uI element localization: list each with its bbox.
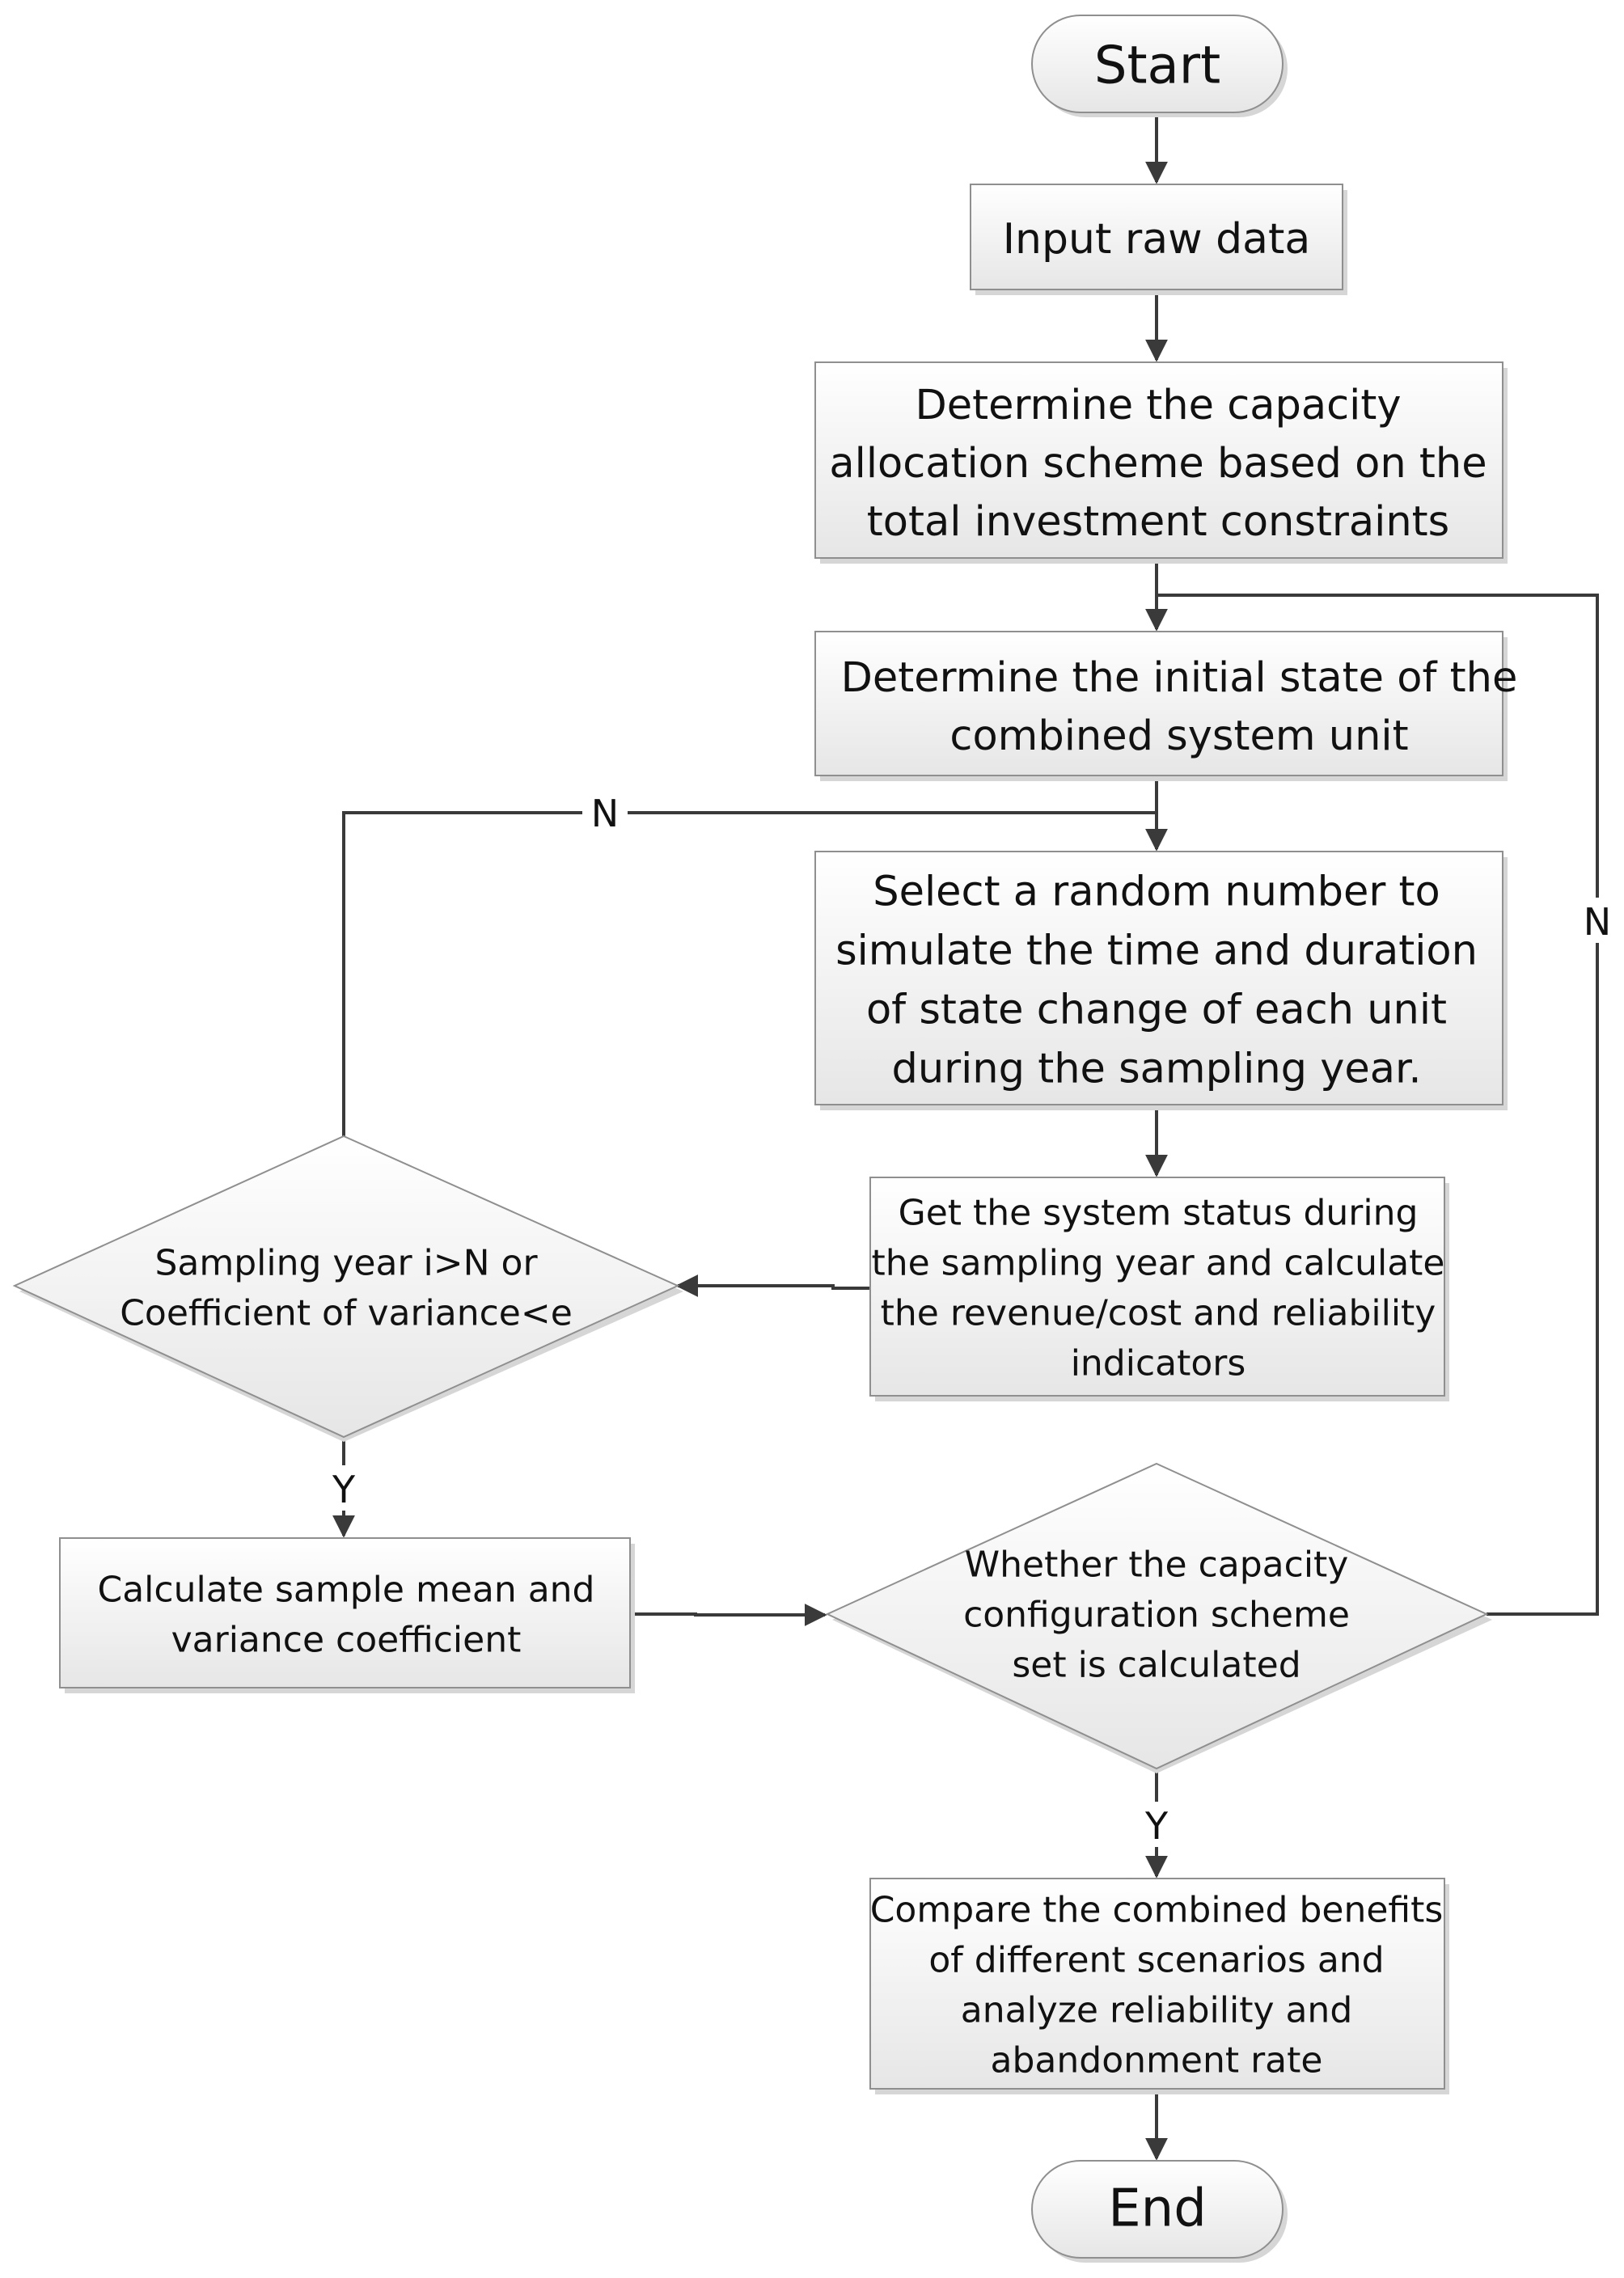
capacity-line-2: allocation scheme based on the (829, 440, 1487, 488)
initial-line-1: Determine the initial state of the (841, 654, 1518, 702)
arrow-whether-no-loop (1157, 594, 1599, 1616)
node-end: End (1031, 2160, 1288, 2263)
calc-mean-label: Calculate sample mean and variance coeffi… (98, 1569, 595, 1660)
arrow-status-to-sampling (675, 1274, 869, 1297)
calc_mean-line-1: Calculate sample mean and (98, 1569, 595, 1610)
random-simulation-label: Select a random number to simulate the ti… (835, 868, 1478, 1093)
node-whether-decision: Whether the capacity configuration scheme… (825, 1462, 1492, 1773)
system-status-label: Get the system status during the sampling… (871, 1192, 1444, 1384)
label-sampling-yes: Y (332, 1468, 356, 1511)
label-sampling-no: N (591, 792, 619, 835)
node-system-status: Get the system status during the sampling… (869, 1177, 1449, 1401)
initial-state-label: Determine the initial state of the combin… (841, 654, 1518, 760)
status-line-4: indicators (1071, 1342, 1246, 1384)
status-line-3: the revenue/cost and reliability (881, 1292, 1436, 1333)
node-sampling-decision: Sampling year i>N or Coefficient of varia… (12, 1135, 683, 1442)
end-label: End (1108, 2179, 1207, 2238)
start-line-1: Start (1094, 36, 1220, 95)
whether-decision-label: Whether the capacity configuration scheme… (963, 1544, 1350, 1685)
input-line-1: Input raw data (1003, 215, 1311, 264)
sampling-line-1: Sampling year i>N or (154, 1242, 538, 1283)
whether-line-2: configuration scheme (963, 1594, 1350, 1635)
node-capacity-allocation: Determine the capacity allocation scheme … (814, 361, 1508, 564)
sampling-decision-label: Sampling year i>N or Coefficient of varia… (120, 1242, 573, 1333)
node-start: Start (1031, 15, 1288, 117)
input-raw-data-label: Input raw data (1003, 215, 1311, 264)
node-calc-mean: Calculate sample mean and variance coeffi… (59, 1537, 635, 1693)
label-whether-yes: Y (1144, 1804, 1169, 1848)
status-line-2: the sampling year and calculate (871, 1242, 1444, 1283)
compare-benefits-label: Compare the combined benefits of differen… (870, 1889, 1444, 2081)
connectors (332, 117, 1599, 2161)
status-line-1: Get the system status during (899, 1192, 1419, 1233)
whether-line-1: Whether the capacity (965, 1544, 1349, 1585)
compare-line-3: analyze reliability and (961, 1989, 1353, 2031)
capacity-line-3: total investment constraints (867, 498, 1449, 546)
start-label: Start (1094, 36, 1220, 95)
arrow-calcmean-to-whether (632, 1604, 827, 1626)
edge-labels: N N Y Y (321, 791, 1621, 1848)
node-input-raw-data: Input raw data (970, 184, 1347, 295)
compare-line-2: of different scenarios and (928, 1939, 1384, 1980)
random-line-3: of state change of each unit (866, 986, 1447, 1033)
calc_mean-line-2: variance coefficient (171, 1619, 522, 1660)
sampling-line-2: Coefficient of variance<e (120, 1292, 573, 1333)
random-line-4: during the sampling year. (891, 1045, 1421, 1093)
initial-line-2: combined system unit (949, 712, 1408, 760)
compare-line-1: Compare the combined benefits (870, 1889, 1444, 1930)
whether-line-3: set is calculated (1012, 1644, 1300, 1685)
random-line-2: simulate the time and duration (835, 927, 1478, 974)
node-random-simulation: Select a random number to simulate the ti… (814, 851, 1508, 1110)
compare-line-4: abandonment rate (991, 2039, 1323, 2081)
capacity-line-1: Determine the capacity (915, 382, 1401, 429)
node-initial-state: Determine the initial state of the combin… (814, 631, 1518, 781)
label-whether-no: N (1584, 900, 1611, 944)
capacity-allocation-label: Determine the capacity allocation scheme … (829, 382, 1487, 546)
end-line-1: End (1108, 2179, 1207, 2238)
random-line-1: Select a random number to (873, 868, 1440, 915)
node-compare-benefits: Compare the combined benefits of differen… (869, 1878, 1449, 2094)
arrow-sampling-no-loop (342, 811, 1157, 1136)
